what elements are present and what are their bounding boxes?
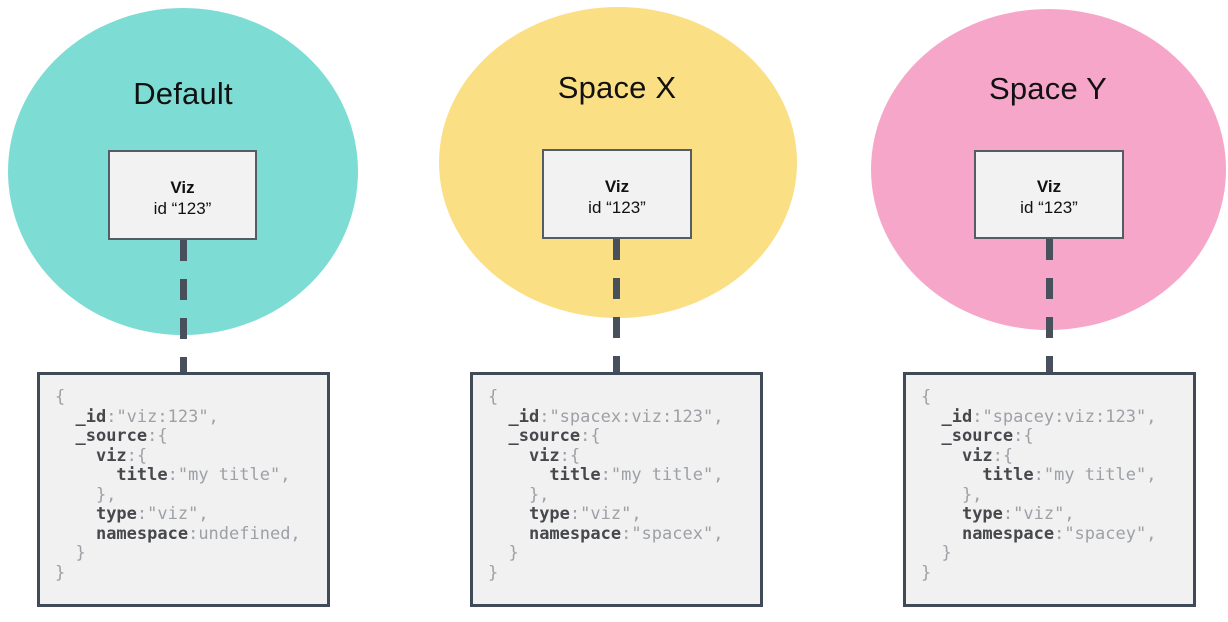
dashed-connector-space-y [1046, 239, 1053, 374]
code-line: viz:{ [528, 445, 581, 466]
viz-id: id “123” [1020, 198, 1078, 217]
code-line: namespace:undefined, [95, 523, 301, 544]
code-line: }, [921, 484, 983, 505]
dashed-connector-default [180, 240, 187, 374]
code-line: _source:{ [941, 426, 1034, 446]
code-line: namespace:"spacey", [961, 523, 1157, 544]
code-line: title:"my title", [549, 465, 724, 485]
code-line: _source:{ [508, 426, 601, 446]
code-line: type:"viz", [961, 504, 1075, 524]
code-line: } [55, 543, 86, 563]
document-box-default: { _id:"viz:123", _source:{ viz:{ title:"… [37, 372, 330, 607]
viz-box-default: Viz id “123” [108, 150, 257, 240]
space-title-space-y: Space Y [988, 71, 1108, 106]
viz-box-space-x: Viz id “123” [542, 149, 692, 239]
space-title-default: Default [133, 76, 233, 111]
code-line: } [488, 543, 519, 563]
viz-box-space-y: Viz id “123” [974, 150, 1124, 239]
code-line: _id:"viz:123", [75, 406, 219, 427]
code-line: type:"viz", [95, 504, 209, 524]
viz-label: Viz [170, 177, 195, 197]
code-line: } [921, 562, 932, 583]
code-line: _source:{ [75, 426, 168, 446]
code-line: { [488, 387, 499, 407]
code-line: type:"viz", [528, 504, 642, 524]
space-title-space-x: Space X [557, 70, 677, 105]
code-line: viz:{ [961, 445, 1014, 466]
viz-id: id “123” [588, 197, 646, 217]
document-box-space-y: { _id:"spacey:viz:123", _source:{ viz:{ … [903, 372, 1196, 607]
code-line: { [55, 387, 66, 407]
code-line: title:"my title", [116, 465, 291, 485]
code-line: title:"my title", [982, 465, 1157, 485]
viz-label: Viz [604, 176, 630, 196]
code-line: }, [55, 484, 117, 505]
viz-label: Viz [1036, 177, 1062, 196]
code-line: _id:"spacey:viz:123", [941, 406, 1157, 427]
document-box-space-x: { _id:"spacex:viz:123", _source:{ viz:{ … [470, 372, 763, 607]
code-line: { [921, 387, 932, 407]
code-line: }, [488, 484, 550, 505]
code-line: namespace:"spacex", [528, 523, 724, 544]
code-line: } [55, 562, 66, 583]
dashed-connector-space-x [613, 239, 620, 374]
viz-id: id “123” [153, 198, 212, 218]
code-line: } [921, 543, 952, 563]
code-line: viz:{ [95, 445, 148, 466]
code-line: } [488, 562, 499, 583]
code-line: _id:"spacex:viz:123", [508, 406, 724, 427]
